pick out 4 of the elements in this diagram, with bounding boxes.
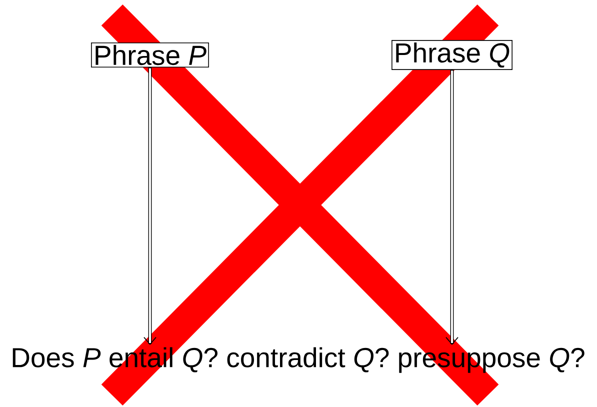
double-arrow [144,67,156,345]
double-arrow [446,70,458,345]
phrase-box: Phrase P [91,42,209,68]
phrase-box: Phrase Q [392,40,512,70]
